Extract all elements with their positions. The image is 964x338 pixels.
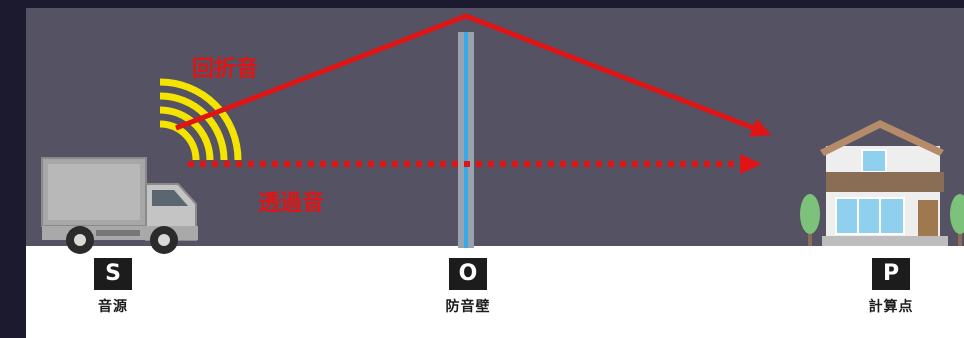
source-badge: S	[94, 258, 132, 290]
barrier-caption: O 防音壁	[428, 258, 508, 316]
source-label: 音源	[98, 299, 128, 315]
source-caption: S 音源	[73, 258, 153, 316]
diffracted-sound-label: 回折音	[192, 56, 258, 82]
truck-icon	[41, 157, 198, 254]
tree-icon	[800, 194, 820, 246]
diffracted-sound-path	[175, 13, 772, 137]
barrier-label: 防音壁	[445, 299, 491, 315]
ground-area	[26, 246, 964, 338]
receiver-label: 計算点	[868, 299, 914, 315]
receiver-badge: P	[872, 258, 910, 290]
noise-barrier-wall	[458, 32, 474, 248]
house-icon	[820, 120, 948, 246]
tree-icon	[950, 194, 964, 246]
receiver-caption: P 計算点	[851, 258, 931, 316]
transmitted-sound-label: 透過音	[258, 190, 324, 216]
transmitted-arrowhead	[740, 154, 762, 174]
barrier-badge: O	[449, 258, 487, 290]
